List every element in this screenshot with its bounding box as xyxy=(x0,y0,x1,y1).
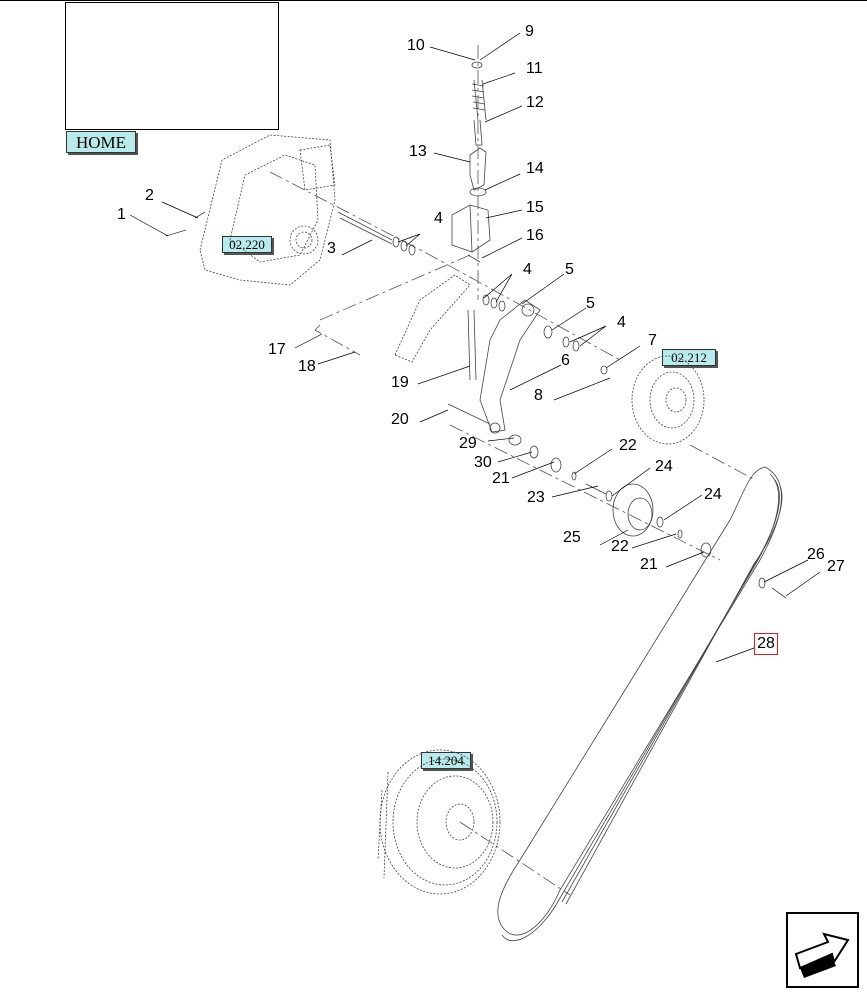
bolt-drawing xyxy=(165,229,187,237)
next-page-arrow-icon xyxy=(794,932,850,978)
washer-26-drawing xyxy=(758,577,766,589)
callout-19: 19 xyxy=(391,374,409,391)
ref-link-14-204[interactable]: 14.204 xyxy=(421,752,471,769)
bolt-20-drawing xyxy=(447,403,491,425)
bracket-drawing xyxy=(394,274,471,363)
ref-link-02-212[interactable]: 02.212 xyxy=(662,349,716,366)
callout-30: 30 xyxy=(474,454,492,471)
ref-link-02-220[interactable]: 02.220 xyxy=(222,236,272,253)
callout-26: 26 xyxy=(807,546,825,563)
callout-21: 21 xyxy=(640,556,658,573)
callout-9: 9 xyxy=(525,23,534,40)
callout-8: 8 xyxy=(534,387,543,404)
callout-2: 2 xyxy=(145,187,154,204)
tensioner-arm-drawing xyxy=(479,299,541,434)
title-block xyxy=(65,2,279,130)
top-border xyxy=(0,0,867,1)
callout-24: 24 xyxy=(655,458,673,475)
callout-13: 13 xyxy=(409,143,427,160)
callout-15: 15 xyxy=(526,199,544,216)
home-button[interactable]: HOME xyxy=(66,131,136,153)
callout-18: 18 xyxy=(298,358,316,375)
callout-14: 14 xyxy=(526,160,544,177)
callout-25: 25 xyxy=(563,529,581,546)
belt-drawing xyxy=(497,466,783,942)
callout-23: 23 xyxy=(527,489,545,506)
callout-27: 27 xyxy=(827,558,845,575)
idler-pulley-drawing xyxy=(508,434,712,558)
callout-17: 17 xyxy=(268,341,286,358)
callout-7: 7 xyxy=(648,332,657,349)
callout-11: 11 xyxy=(526,60,543,77)
pin-drawing xyxy=(194,211,206,219)
bolt-27-drawing xyxy=(771,587,787,599)
drive-pulley-drawing xyxy=(631,355,705,445)
callout-16: 16 xyxy=(526,227,544,244)
callout-5: 5 xyxy=(586,295,595,312)
rod-drawing xyxy=(467,309,477,381)
callout-6: 6 xyxy=(561,352,570,369)
center-lines xyxy=(269,45,756,896)
callout-4: 4 xyxy=(434,210,443,227)
crank-pulley-drawing xyxy=(377,749,501,895)
callout-1: 1 xyxy=(117,206,126,223)
callout-3: 3 xyxy=(327,240,336,257)
callout-4: 4 xyxy=(523,261,532,278)
callout-12: 12 xyxy=(526,94,544,111)
adjuster-assembly-drawing xyxy=(451,61,491,263)
washer-stack-drawing xyxy=(482,294,608,375)
callout-28-highlighted[interactable]: 28 xyxy=(754,633,778,655)
callout-4: 4 xyxy=(617,314,626,331)
next-page-button[interactable] xyxy=(786,912,859,988)
callout-21: 21 xyxy=(492,470,510,487)
callout-5: 5 xyxy=(565,261,574,278)
callout-22: 22 xyxy=(619,437,637,454)
shaft-drawing xyxy=(337,211,416,256)
leader-lines xyxy=(129,32,821,663)
callout-10: 10 xyxy=(407,37,425,54)
gear-housing-drawing xyxy=(199,134,336,286)
callout-20: 20 xyxy=(391,411,409,428)
callout-24: 24 xyxy=(704,486,722,503)
callout-22: 22 xyxy=(611,538,629,555)
callout-29: 29 xyxy=(459,435,477,452)
